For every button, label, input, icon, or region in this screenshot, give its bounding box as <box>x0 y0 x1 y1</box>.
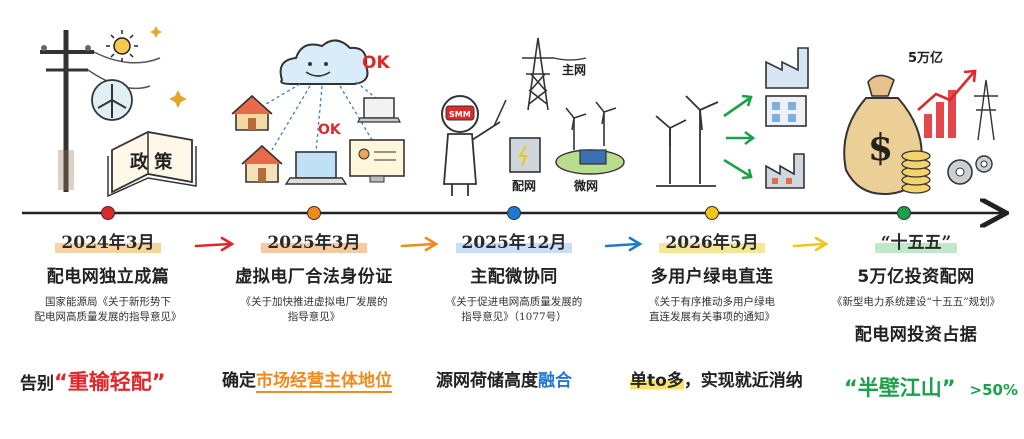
arrow-2 <box>400 242 436 248</box>
laptop-icon <box>284 151 348 185</box>
factory-icon <box>765 47 809 127</box>
green-arrows-icon <box>723 94 756 180</box>
milestone-document: 《关于加快推进虚拟电厂发展的 指导意见》 <box>240 296 388 323</box>
arrow-3 <box>604 242 640 248</box>
milestone-4: 2026年5月 多用户绿电直连 《关于有序推动多用户绿电 直连发展有关事项的通知… <box>612 232 812 325</box>
milestone-4-slogan: 单to多，实现就近消纳 <box>630 371 803 391</box>
laptop-icon-2 <box>357 97 401 123</box>
micro-grid-icon <box>555 101 625 175</box>
smm-badge: SMM <box>449 110 471 119</box>
milestone-5-slogan: “半壁江山” >50% <box>844 376 1019 400</box>
micro-grid-label: 微网 <box>573 178 598 193</box>
arrow-1 <box>194 242 232 248</box>
id-card-monitor-icon <box>349 139 405 183</box>
timeline-dot-5 <box>897 206 911 220</box>
milestone-5-slogan-line: 配电网投资占据 <box>854 325 978 345</box>
utility-pole-icon <box>40 30 161 192</box>
milestone-date: 2025年12月 <box>455 232 573 254</box>
timeline-dot-2 <box>307 206 321 220</box>
milestone-title: 主配微协同 <box>470 267 558 287</box>
distribution-cabinet-icon <box>509 137 541 173</box>
house-icon <box>231 94 273 131</box>
wind-turbines-icon <box>655 95 719 187</box>
milestone-date: 2025年3月 <box>261 232 367 254</box>
timeline-dot-3 <box>507 206 521 220</box>
milestone-document: 国家能源局《关于新形势下 配电网高质量发展的指导意见》 <box>34 296 182 323</box>
milestone-title: 5万亿投资配网 <box>857 267 975 287</box>
milestone-document: 《关于有序推动多用户绿电 直连发展有关事项的通知》 <box>649 296 775 323</box>
milestone-title: 虚拟电厂合法身份证 <box>235 267 393 287</box>
milestone-1: 2024年3月 配电网独立成篇 国家能源局《关于新形势下 配电网高质量发展的指导… <box>8 232 208 325</box>
distribution-grid-label: 配网 <box>512 178 536 193</box>
main-grid-label: 主网 <box>562 62 586 77</box>
dollar-sign: $ <box>868 127 893 169</box>
sun-icon <box>106 30 138 62</box>
arrow-4 <box>792 242 826 248</box>
milestone-1-slogan: 告别“重输轻配” <box>20 370 166 394</box>
sparkle-icon <box>150 26 187 108</box>
factory-icon-2 <box>765 153 805 189</box>
milestone-2: 2025年3月 虚拟电厂合法身份证 《关于加快推进虚拟电厂发展的 指导意见》 <box>214 232 414 325</box>
transmission-tower-icon-2 <box>974 79 998 141</box>
milestone-5: “十五五” 5万亿投资配网 《新型电力系统建设“十五五”规划》 配电网投资占据 <box>810 232 1022 345</box>
wind-turbine-badge-icon <box>91 79 133 121</box>
milestone-title: 多用户绿电直连 <box>650 267 774 287</box>
transmission-tower-icon <box>522 37 587 111</box>
presenter-figure-icon: SMM <box>441 95 507 196</box>
milestone-document: 《关于促进电网高质量发展的 指导意见》（1077号） <box>445 296 583 323</box>
policy-book-icon: 政 策 <box>107 131 197 198</box>
policy-book-label: 政 策 <box>130 151 173 173</box>
timeline-dot-4 <box>705 206 719 220</box>
cloud-icon <box>279 39 369 85</box>
ok-label-2: OK <box>318 122 342 138</box>
growth-chart-icon <box>917 69 977 138</box>
timeline-dot-1 <box>101 206 115 220</box>
milestone-3-slogan: 源网荷储高度融合 <box>436 371 572 391</box>
house-icon-2 <box>241 144 283 183</box>
milestone-date: “十五五” <box>874 232 958 254</box>
investment-label: 5万亿 <box>908 50 943 66</box>
milestone-date: 2026年5月 <box>659 232 765 254</box>
milestone-title: 配电网独立成篇 <box>46 267 170 287</box>
milestone-document: 《新型电力系统建设“十五五”规划》 <box>831 296 1001 308</box>
milestone-2-slogan: 确定市场经营主体地位 <box>222 371 392 393</box>
milestone-3: 2025年12月 主配微协同 《关于促进电网高质量发展的 指导意见》（1077号… <box>414 232 614 325</box>
gear-icon <box>947 155 993 185</box>
coins-icon <box>901 150 931 194</box>
ok-label-1: OK <box>362 53 390 73</box>
milestone-date: 2024年3月 <box>55 232 161 254</box>
